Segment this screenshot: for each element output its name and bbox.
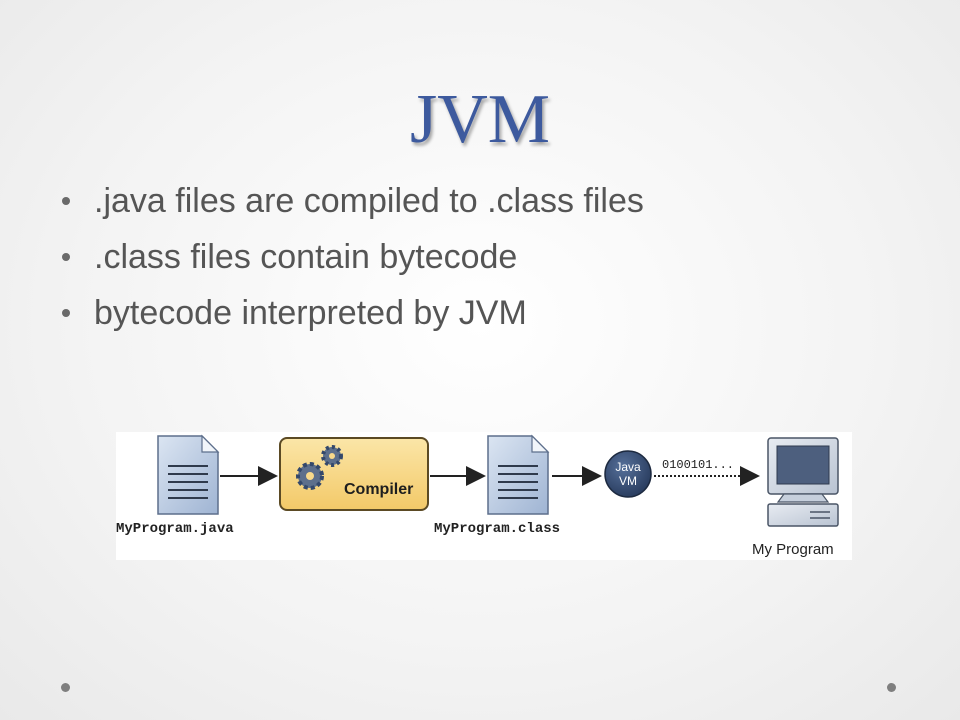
compilation-diagram: MyProgram.java Compiler [116, 432, 852, 560]
computer-icon [767, 437, 839, 527]
slide-title: JVM [409, 81, 551, 158]
jvm-circle: Java VM [604, 450, 652, 498]
bullet-item: bytecode interpreted by JVM [58, 292, 644, 348]
class-file-label: MyProgram.class [434, 521, 560, 537]
bullet-text: .java files are compiled to .class files [94, 182, 644, 220]
java-file-label: MyProgram.java [116, 521, 234, 537]
compilation-diagram-svg: MyProgram.java Compiler [116, 434, 839, 558]
jvm-label-vm: VM [619, 474, 637, 488]
bullet-dot-icon [62, 197, 70, 205]
bullet-dot-icon [62, 253, 70, 261]
bullet-list: .java files are compiled to .class files… [58, 180, 644, 348]
corner-dot-right-icon [887, 683, 896, 692]
bullet-text: bytecode interpreted by JVM [94, 294, 527, 332]
program-label: My Program [752, 541, 834, 558]
compiler-label: Compiler [344, 481, 413, 498]
bullet-text: .class files contain bytecode [94, 238, 518, 276]
bullet-item: .class files contain bytecode [58, 236, 644, 292]
class-file-icon [487, 434, 550, 515]
bullet-dot-icon [62, 309, 70, 317]
bytecode-label: 0100101... [662, 458, 734, 472]
java-file-icon [157, 434, 220, 515]
corner-dot-left-icon [61, 683, 70, 692]
bullet-item: .java files are compiled to .class files [58, 180, 644, 236]
gears-icon [296, 445, 343, 490]
compiler-box: Compiler [279, 437, 429, 511]
jvm-label-java: Java [615, 460, 641, 474]
